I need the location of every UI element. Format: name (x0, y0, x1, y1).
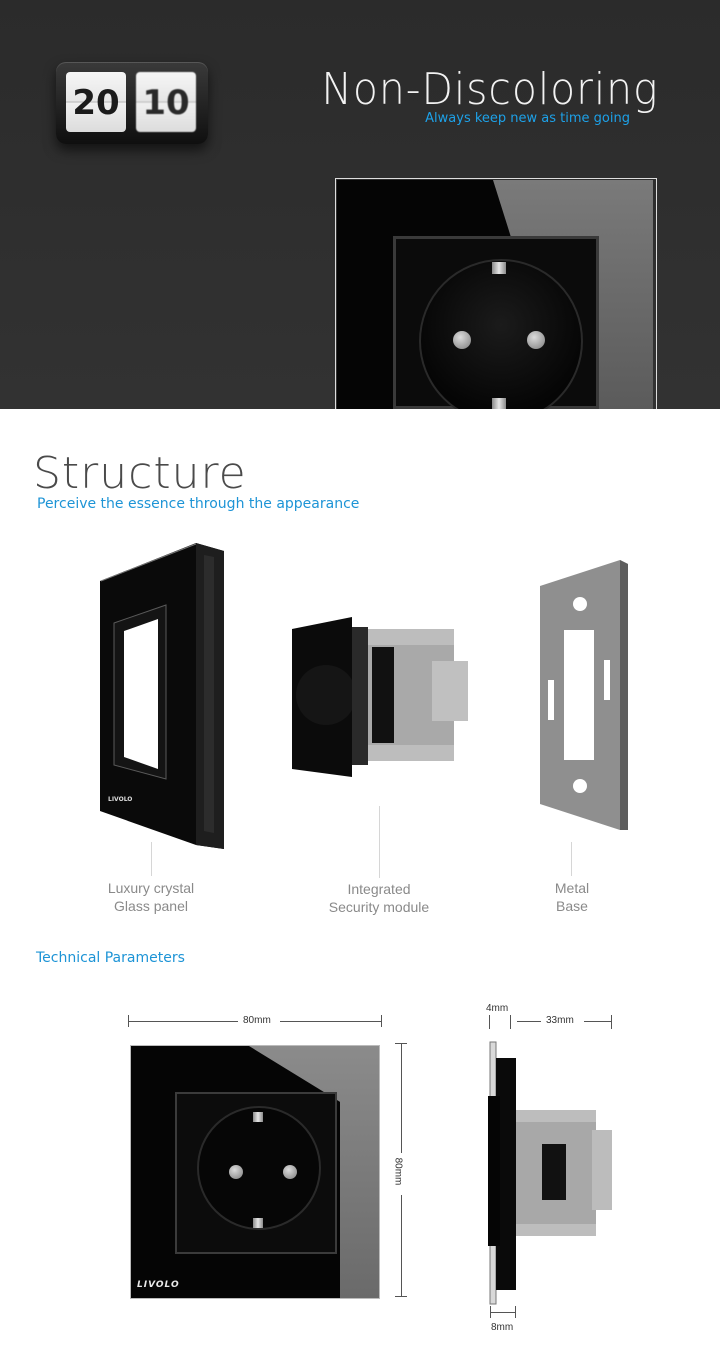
dimension-tick (510, 1015, 511, 1029)
clock-hours: 20 (66, 72, 126, 132)
dimension-line (517, 1021, 541, 1022)
front-socket-cup (197, 1106, 321, 1230)
front-earth-clip-top (253, 1112, 263, 1122)
photo-frame-outline (335, 178, 657, 409)
leader-line-module (379, 806, 380, 878)
dimension-line (490, 1312, 516, 1313)
socket-cup (419, 259, 583, 409)
dimension-tick (395, 1296, 407, 1297)
front-view-socket: LIVOLO (130, 1045, 380, 1299)
front-earth-clip-bottom (253, 1218, 263, 1228)
side-view-socket (488, 1041, 612, 1305)
frame-thickness-label: 8mm (491, 1322, 514, 1333)
front-pin-left (229, 1165, 243, 1179)
caption-line: Luxury crystal (107, 880, 195, 896)
earth-clip-top (492, 262, 506, 274)
dimension-tick (611, 1015, 612, 1029)
glass-thickness-label: 4mm (486, 1003, 509, 1014)
socket-pin-right (527, 331, 545, 349)
dimension-tick (381, 1015, 382, 1027)
dimension-tick (489, 1015, 490, 1029)
banner-title: Non-Discoloring (320, 64, 658, 115)
technical-title: Technical Parameters (36, 950, 185, 966)
structure-subtitle: Perceive the essence through the appeara… (37, 496, 360, 512)
dimension-tick (395, 1043, 407, 1044)
caption-metal-base: Metal Base (532, 879, 612, 915)
leader-line-panel (151, 842, 152, 876)
dimension-line (280, 1021, 382, 1022)
metal-base-image (540, 560, 628, 830)
front-logo: LIVOLO (137, 1280, 180, 1290)
flip-clock-icon: 20 10 (56, 62, 208, 144)
caption-line: Integrated (347, 881, 411, 897)
glass-panel-image: LIVOLO (100, 543, 224, 849)
depth-label: 33mm (546, 1015, 574, 1026)
dimension-line (128, 1021, 238, 1022)
width-label: 80mm (243, 1015, 271, 1026)
front-pin-right (283, 1165, 297, 1179)
height-label: 80mm (392, 1157, 404, 1186)
non-discoloring-banner: 20 10 Non-Discoloring Always keep new as… (0, 0, 720, 409)
caption-line: Glass panel (114, 898, 188, 914)
dimension-line (401, 1043, 402, 1153)
banner-subtitle: Always keep new as time going (425, 111, 630, 126)
caption-line: Base (556, 898, 588, 914)
earth-clip-bottom (492, 398, 506, 409)
caption-security-module: Integrated Security module (314, 880, 444, 916)
leader-line-base (571, 842, 572, 876)
panel-logo: LIVOLO (108, 796, 132, 803)
caption-line: Metal (554, 880, 590, 896)
caption-glass-panel: Luxury crystal Glass panel (86, 879, 216, 915)
security-module-image (292, 617, 468, 777)
dimension-line (584, 1021, 612, 1022)
socket-pin-left (453, 331, 471, 349)
dimension-line (401, 1195, 402, 1297)
dimension-tick (128, 1015, 129, 1027)
clock-minutes: 10 (136, 72, 196, 132)
structure-title: Structure (33, 448, 247, 499)
caption-line: Security module (328, 899, 430, 915)
